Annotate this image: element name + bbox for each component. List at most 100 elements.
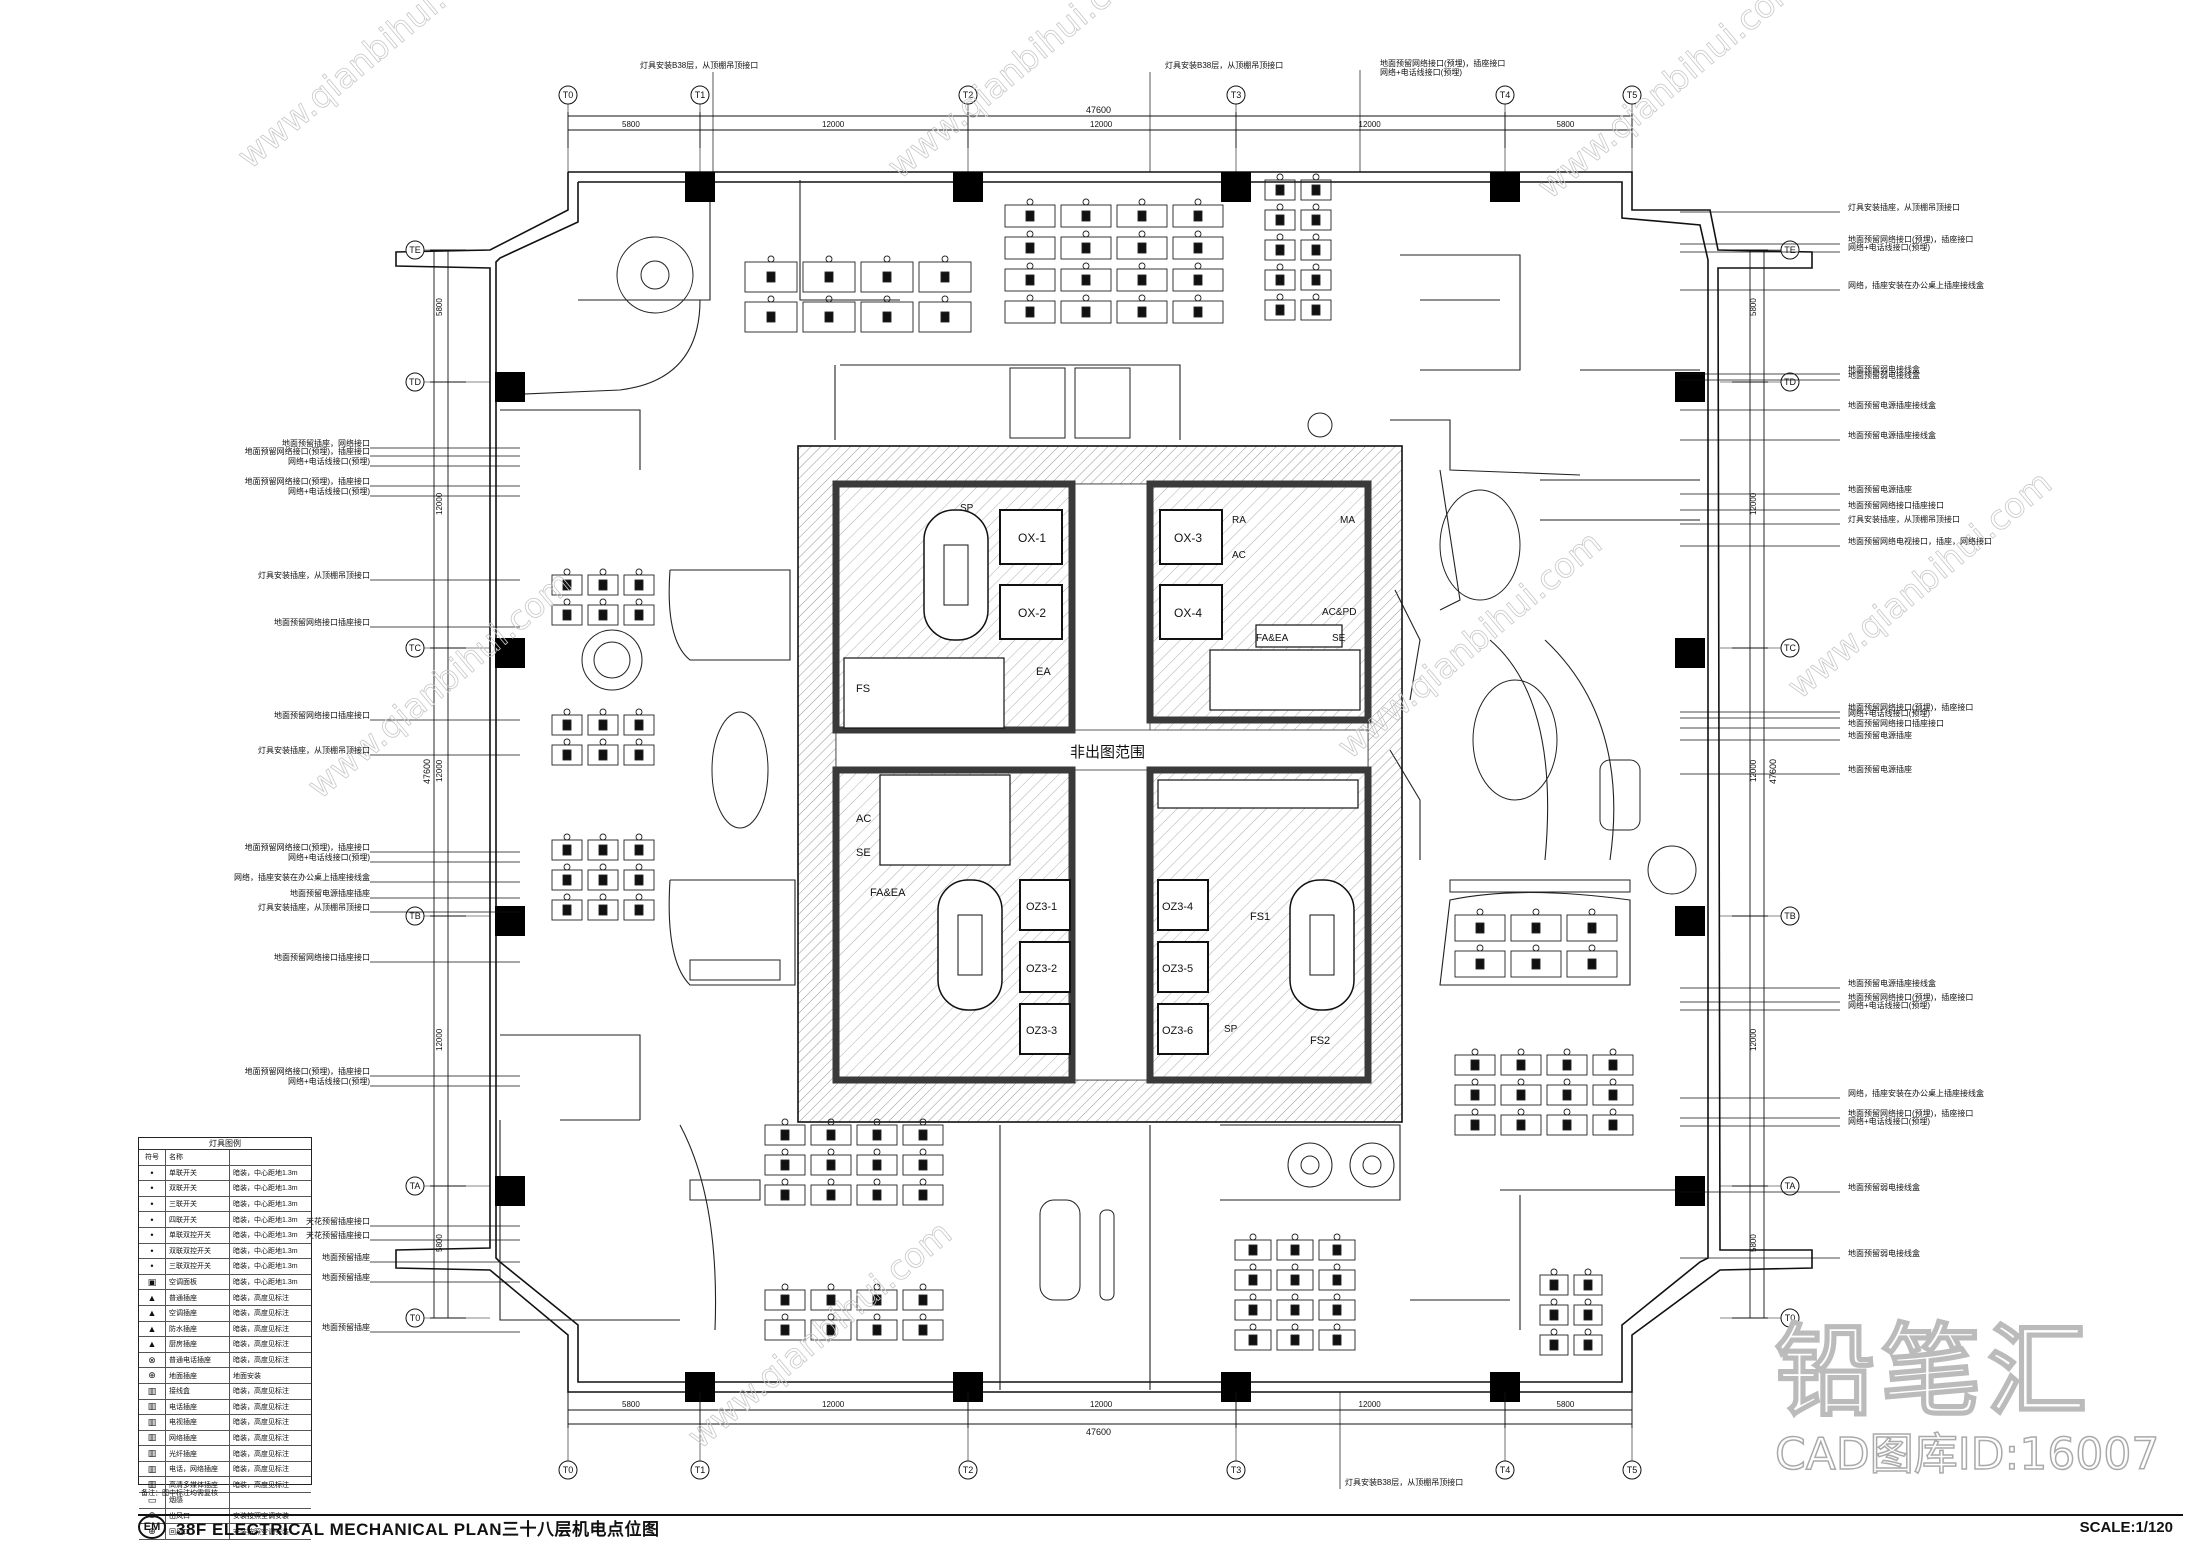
desk-right-low-0-0 (1454, 1048, 1496, 1076)
column-6 (495, 638, 525, 668)
svg-text:TD: TD (409, 377, 421, 387)
legend-name: 单联双控开关 (166, 1227, 230, 1243)
dim-text-v-0-1: 12000 (435, 492, 444, 515)
desk-top-mid-2-0 (1116, 198, 1168, 228)
grid-bubble-top-1: T1 (690, 85, 710, 105)
svg-text:T3: T3 (1231, 1465, 1242, 1475)
dim-text-0-2: 12000 (1090, 120, 1113, 129)
room-ac-right: AC (1232, 550, 1246, 561)
legend-row: ▥网络插座暗装，高度见标注 (139, 1430, 311, 1447)
desk-bot-left-2-1 (856, 1148, 898, 1176)
desk-bot-right-1-2 (1573, 1328, 1603, 1356)
desk-top-left-2-0 (860, 255, 914, 293)
room-ea: EA (1036, 666, 1051, 678)
desk-top-mid-1-2 (1060, 262, 1112, 292)
desk-top-mid-3-1 (1172, 230, 1224, 260)
desk-right-mid-2-1 (1566, 944, 1618, 978)
desk-left-b-0-0 (551, 708, 583, 736)
note-right-15: 地面预留电源插座 (1848, 731, 1912, 740)
desk-bot-left-2-0 (856, 1118, 898, 1146)
grid-bubble-bot-5: T5 (1622, 1460, 1642, 1480)
dim-text-0-1: 12000 (822, 120, 845, 129)
legend-symbol-icon: • (139, 1165, 166, 1181)
legend-symbol-icon: ▥ (139, 1383, 166, 1399)
grid-bubble-left-3: TB (405, 906, 425, 926)
column-10 (495, 1176, 525, 1206)
dim-text-1-1: 12000 (822, 1400, 845, 1409)
dim-overall-0: 47600 (1086, 105, 1111, 115)
note-left-0: 地面预留插座，网络接口 (282, 439, 370, 448)
note-right-5: 地面预留弱电接线盒 (1848, 371, 1920, 380)
room-ac: AC (856, 813, 871, 825)
desk-bot-left2-3-1 (902, 1313, 944, 1341)
drawing-scale: SCALE:1/120 (2079, 1518, 2173, 1536)
desk-right-low-1-1 (1500, 1078, 1542, 1106)
svg-text:TE: TE (1784, 245, 1796, 255)
desk-right-low-3-2 (1592, 1108, 1634, 1136)
desk-left-c-0-0 (551, 833, 583, 861)
legend-name: 电话，网络插座 (166, 1461, 230, 1477)
room-fs: FS (856, 683, 870, 695)
legend-desc: 安装按照空调安装 (233, 1512, 289, 1520)
svg-text:TA: TA (410, 1181, 421, 1191)
desk-right-low-2-1 (1546, 1078, 1588, 1106)
desk-bot-mid-2-0 (1318, 1233, 1356, 1261)
note-right-3: 网络，插座安装在办公桌上插座接线盒 (1848, 281, 1984, 290)
legend-row: •三联开关暗装，中心距地1.3m (139, 1196, 311, 1213)
desk-left-b-1-1 (587, 738, 619, 766)
legend-desc: 暗装，高度见标注 (233, 1325, 289, 1333)
column-3 (1490, 172, 1520, 202)
note-left-4: 网络+电话线接口(预埋) (288, 487, 370, 496)
desk-bot-left-3-1 (902, 1148, 944, 1176)
legend-row: •三联双控开关暗装，中心距地1.3m (139, 1259, 311, 1275)
legend-name: 双联双控开关 (166, 1243, 230, 1259)
desk-top-left-3-0 (918, 255, 972, 293)
desk-bot-mid-1-3 (1276, 1323, 1314, 1351)
desk-top-mid-2-2 (1116, 262, 1168, 292)
desk-bot-left-0-2 (764, 1178, 806, 1206)
desk-bot-left2-3-0 (902, 1283, 944, 1311)
legend-name: 单联开关 (166, 1165, 230, 1181)
desk-top-mid-0-2 (1004, 262, 1056, 292)
note-right-19: 网络+电话线接口(预埋) (1848, 1001, 1930, 1010)
desk-top-right-0-4 (1264, 293, 1296, 321)
legend-name: 三联开关 (166, 1196, 230, 1212)
desk-bot-mid-1-1 (1276, 1263, 1314, 1291)
room-oz35: OZ3-5 (1162, 963, 1193, 975)
grid-bubble-top-3: T3 (1226, 85, 1246, 105)
watermark-site-2: www.qianbihui.com (1530, 0, 1810, 207)
desk-bot-mid-2-3 (1318, 1323, 1356, 1351)
legend-name: 地面插座 (166, 1368, 230, 1383)
legend-row: ⊕地面插座地面安装 (139, 1368, 311, 1384)
dim-text-v-1-3: 12000 (1749, 1028, 1758, 1051)
desk-top-right-1-0 (1300, 173, 1332, 201)
room-sp-right: SP (1224, 1024, 1238, 1035)
legend-rows: •单联开关暗装，中心距地1.3m•双联开关暗装，中心距地1.3m•三联开关暗装，… (139, 1165, 311, 1540)
desk-right-mid-1-0 (1510, 908, 1562, 942)
room-ma: MA (1340, 515, 1355, 526)
note-left-20: 地面预留插座 (322, 1273, 370, 1282)
desk-top-right-1-2 (1300, 233, 1332, 261)
svg-text:T0: T0 (563, 90, 574, 100)
desk-top-mid-1-0 (1060, 198, 1112, 228)
structural-columns (495, 172, 1705, 1402)
legend-name: 空调插座 (166, 1305, 230, 1321)
legend-symbol-icon: ▥ (139, 1461, 166, 1477)
svg-text:TB: TB (409, 911, 421, 921)
legend-row: •单联双控开关暗装，中心距地1.3m (139, 1227, 311, 1244)
legend-desc: 暗装，高度见标注 (233, 1434, 289, 1442)
watermark-brand: 铅笔汇 (1774, 1312, 2093, 1431)
note-left-1: 地面预留网络接口(预埋)，插座接口 (244, 447, 370, 456)
legend-row: ▲防水插座暗装，高度见标注 (139, 1321, 311, 1338)
legend-desc: 暗装，高度见标注 (233, 1341, 289, 1349)
legend-row: ▭烟感 (139, 1493, 311, 1509)
legend-header-name: 名称 (166, 1150, 230, 1165)
note-left-7: 地面预留网络接口插座接口 (274, 711, 370, 720)
note-right-24: 地面预留弱电接线盒 (1848, 1249, 1920, 1258)
desk-right-mid-0-0 (1454, 908, 1506, 942)
legend-desc: 安装按照空调安装 (233, 1528, 289, 1536)
grid-bubble-bot-1: T1 (690, 1460, 710, 1480)
legend-note: 备注：图中标注均需复核 (141, 1490, 218, 1497)
legend-desc: 地面安装 (233, 1372, 261, 1380)
